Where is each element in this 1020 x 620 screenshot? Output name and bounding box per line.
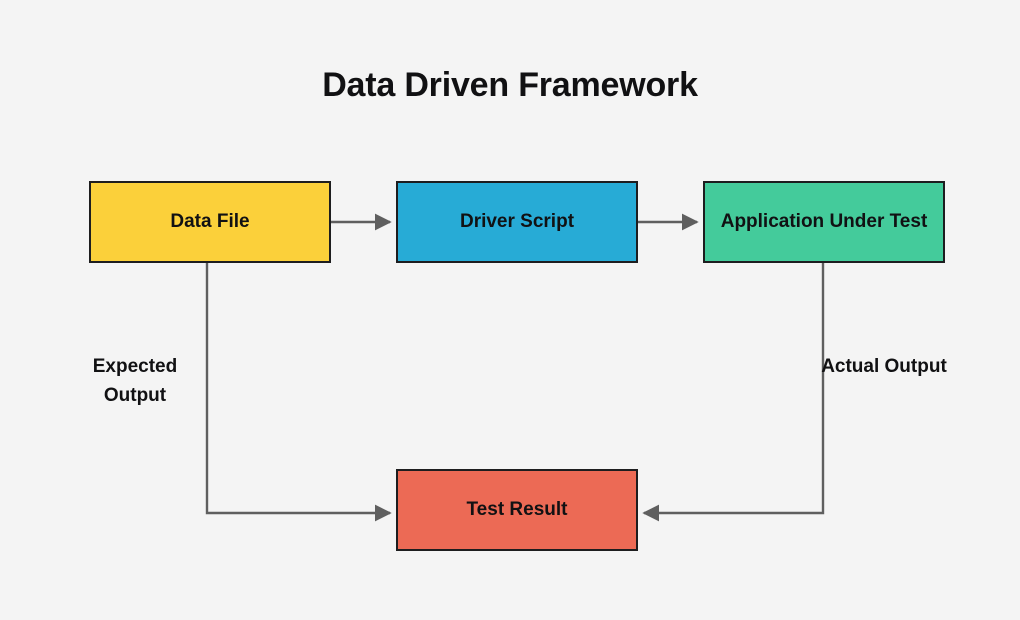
edge-label-actual-output: Actual Output xyxy=(821,356,947,377)
node-test-result[interactable]: Test Result xyxy=(396,469,638,551)
node-data-file-label: Data File xyxy=(170,211,250,233)
connector-application-under-test-to-test-result xyxy=(642,263,825,522)
edge-label-expected-output: Expected Output xyxy=(92,356,178,406)
node-driver-script-label: Driver Script xyxy=(459,211,575,233)
node-application-under-test-label: Application Under Test xyxy=(720,211,928,233)
node-data-file[interactable]: Data File xyxy=(89,181,331,263)
node-test-result-label: Test Result xyxy=(466,499,568,521)
node-driver-script[interactable]: Driver Script xyxy=(396,181,638,263)
connector-data-file-to-test-result xyxy=(205,263,392,522)
page-title: Data Driven Framework xyxy=(322,66,698,104)
node-application-under-test[interactable]: Application Under Test xyxy=(703,181,945,263)
